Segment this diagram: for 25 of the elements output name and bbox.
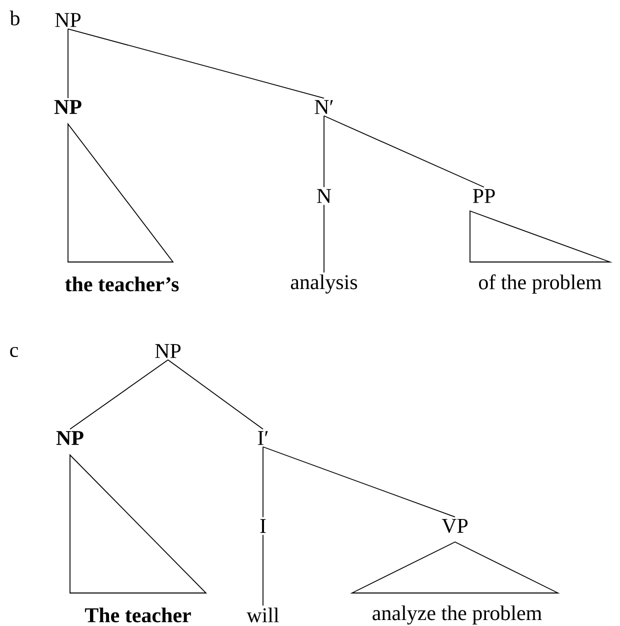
tree-branch (324, 115, 484, 188)
tree-branch (70, 359, 168, 430)
phrase-text: the teacher’s (65, 276, 179, 292)
category-label: PP (472, 189, 495, 203)
tree-branch (262, 534, 264, 606)
category-label: I (260, 519, 266, 533)
panel-letter: c (10, 346, 18, 358)
category-label: N (317, 189, 332, 203)
category-label: analysis (290, 274, 358, 294)
panel-letter: b (10, 10, 20, 26)
phrase-text: of the problem (478, 274, 602, 294)
category-label: VP (442, 518, 468, 534)
category-label: NP (155, 344, 181, 358)
category-label: NP (56, 431, 84, 445)
category-label: N′ (314, 100, 333, 114)
tree-branch (168, 359, 264, 430)
category-label: I′ (258, 431, 268, 445)
category-label: will (246, 608, 279, 622)
phrase-text: The teacher (84, 608, 191, 622)
category-label: NP (54, 100, 82, 114)
tree-branch (262, 446, 456, 518)
phrase-text: analyze the problem (372, 605, 542, 625)
tree-branch (262, 446, 264, 518)
category-label: NP (55, 13, 81, 27)
tree-branch (68, 28, 324, 99)
